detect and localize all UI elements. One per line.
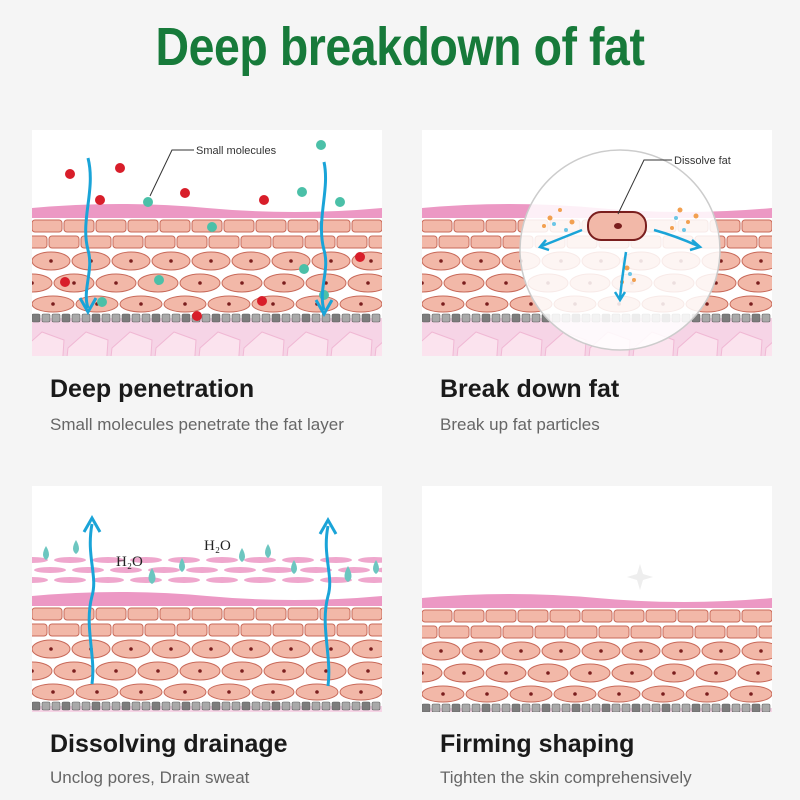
small-molecules-label: Small molecules [196, 145, 277, 157]
firming-shaping-illustration [422, 486, 772, 712]
h2o-label-right: H₂O [204, 538, 231, 554]
deep-penetration-illustration: Small molecules [32, 130, 382, 356]
card-desc-dissolving-drainage: Unclog pores, Drain sweat [50, 768, 250, 787]
h2o-label-left: H₂O [116, 554, 143, 570]
card-title-deep-penetration: Deep penetration [50, 375, 255, 403]
particles [60, 140, 365, 321]
dissolving-drainage-illustration: H₂O H₂O [32, 486, 382, 712]
break-down-fat-illustration: Dissolve fat [422, 130, 772, 356]
dissolve-fat-label: Dissolve fat [674, 155, 731, 167]
card-title-firming-shaping: Firming shaping [440, 730, 635, 758]
card-title-dissolving-drainage: Dissolving drainage [50, 730, 288, 758]
page-title: Deep breakdown of fat [155, 17, 645, 77]
card-desc-firming-shaping: Tighten the skin comprehensively [440, 768, 692, 787]
card-desc-break-down-fat: Break up fat particles [440, 415, 600, 434]
card-desc-deep-penetration: Small molecules penetrate the fat layer [50, 415, 344, 434]
card-title-break-down-fat: Break down fat [440, 375, 620, 403]
